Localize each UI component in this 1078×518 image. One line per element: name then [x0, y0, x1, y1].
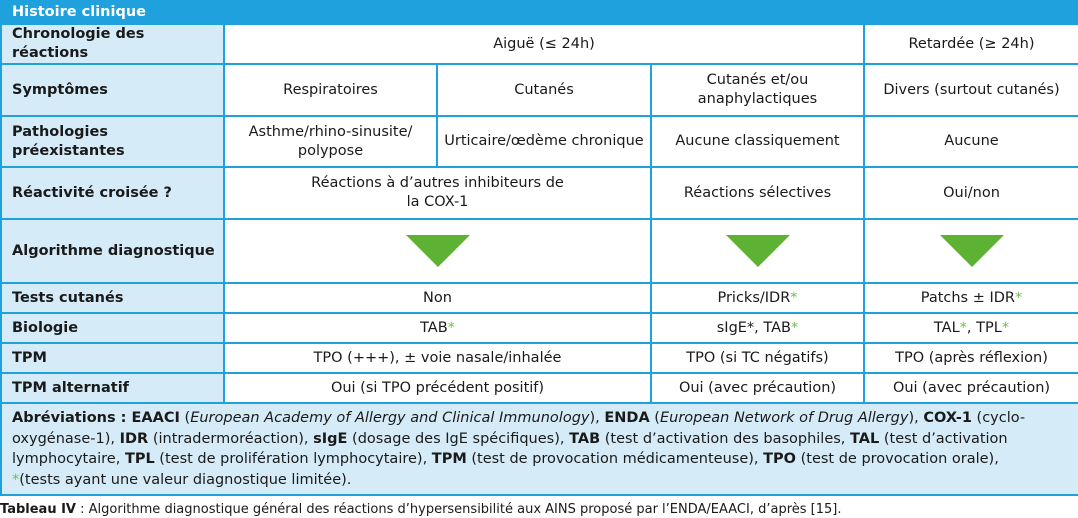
abbr-idr: IDR — [119, 430, 149, 447]
cell-symptomes-divers: Divers (surtout cutanés) — [863, 63, 1078, 117]
abbr-tab-def: (test d’activation des basophiles, — [600, 430, 851, 447]
abbr-enda: ENDA — [604, 410, 650, 426]
row-label-chronologie: Chronologie des réactions — [0, 23, 225, 65]
cell-algo-3 — [863, 218, 1078, 284]
abbr-sige-def: (dosage des IgE spécifiques), — [347, 430, 570, 447]
abbr-cox: COX-1 — [923, 410, 972, 426]
cell-tpm-tpo: TPO (+++), ± voie nasale/inhalée — [223, 342, 652, 374]
caption-label: Tableau IV — [0, 502, 76, 517]
abbr-tpo-def: (test de provocation orale), — [796, 451, 999, 467]
abbr-tpm-def: (test de provocation médicamenteuse), — [466, 451, 764, 467]
cell-patho-aucune-classique: Aucune classiquement — [650, 115, 865, 168]
limited-value-star: * — [447, 319, 455, 336]
cell-patho-urticaire: Urticaire/œdème chronique — [436, 115, 652, 168]
abbr-tpl-def: (test de prolifération lymphocytaire), — [154, 451, 432, 467]
abbr-idr-def: (intradermoréaction), — [148, 430, 314, 447]
row-label-tests-cutanes: Tests cutanés — [0, 282, 225, 314]
abbr-tpm: TPM — [431, 451, 467, 467]
cell-tests-patchs-text: Patchs ± IDR — [920, 289, 1015, 306]
abbreviations-note: Abréviations : EAACI (European Academy o… — [0, 402, 1078, 496]
abbr-eaaci-def: European Academy of Allergy and Clinical… — [190, 410, 590, 426]
cell-tpmalt-1: Oui (si TPO précédent positif) — [223, 372, 652, 404]
cell-symptomes-respiratoires: Respiratoires — [223, 63, 438, 117]
cell-bio-tal: TAL*, TPL* — [863, 312, 1078, 344]
abbr-tal: TAL — [850, 430, 880, 447]
limited-value-star: * — [1015, 289, 1023, 306]
cell-tpmalt-3: Oui (avec précaution) — [863, 372, 1078, 404]
cell-tests-non: Non — [223, 282, 652, 314]
limited-value-star: * — [1001, 319, 1010, 336]
cell-algo-2 — [650, 218, 865, 284]
abbr-sige: sIgE — [313, 430, 348, 447]
cell-tests-pricks: Pricks/IDR* — [650, 282, 865, 314]
cell-croisee-cox1-text: Réactions à d’autres inhibiteurs de la C… — [311, 175, 564, 210]
cell-tests-pricks-text: Pricks/IDR — [717, 289, 791, 306]
cell-algo-1 — [223, 218, 652, 284]
limited-value-star: * — [12, 471, 20, 488]
abbr-tal-def: (test d’activation lymphocytaire, — [12, 430, 1008, 468]
caption-text: : Algorithme diagnostique général des ré… — [76, 502, 842, 517]
limited-value-star: * — [791, 319, 799, 336]
cell-bio-tpl-text: , TPL — [966, 319, 1002, 336]
row-label-algorithme: Algorithme diagnostique — [0, 218, 225, 284]
arrow-down-icon — [405, 235, 470, 267]
cell-symptomes-cutanes: Cutanés — [436, 63, 652, 117]
cell-tests-patchs: Patchs ± IDR* — [863, 282, 1078, 314]
row-label-tpm-alternatif: TPM alternatif — [0, 372, 225, 404]
abbr-tpo: TPO — [763, 451, 796, 467]
cell-tpmalt-2: Oui (avec précaution) — [650, 372, 865, 404]
cell-croisee-ouinon: Oui/non — [863, 166, 1078, 220]
limited-value-star: * — [790, 289, 798, 306]
cell-tpm-reflexion: TPO (après réflexion) — [863, 342, 1078, 374]
cell-tpm-tc: TPO (si TC négatifs) — [650, 342, 865, 374]
cell-bio-tab: TAB* — [223, 312, 652, 344]
row-label-symptomes: Symptômes — [0, 63, 225, 117]
cell-bio-sige: sIgE*, TAB* — [650, 312, 865, 344]
row-label-tpm: TPM — [0, 342, 225, 374]
cell-chrono-aigue: Aiguë (≤ 24h) — [223, 23, 865, 65]
abbr-tab: TAB — [569, 430, 601, 447]
abbr-cox-def: (cyclo-oxygénase-1), — [12, 410, 1026, 447]
abbr-star-def: (tests ayant une valeur diagnostique lim… — [19, 471, 352, 488]
arrow-down-icon — [939, 235, 1004, 267]
abbr-enda-def: European Network of Drug Allergy — [659, 410, 909, 426]
row-label-reactivite: Réactivité croisée ? — [0, 166, 225, 220]
row-label-biologie: Biologie — [0, 312, 225, 344]
cell-bio-tal-text: TAL — [933, 319, 960, 336]
cell-bio-sige-text: sIgE*, TAB — [716, 319, 791, 336]
cell-croisee-cox1: Réactions à d’autres inhibiteurs de la C… — [223, 166, 652, 220]
row-label-pathologies: Pathologies préexistantes — [0, 115, 225, 168]
cell-bio-tab-text: TAB — [420, 319, 448, 336]
abbr-tpl: TPL — [124, 451, 155, 467]
cell-croisee-selectives: Réactions sélectives — [650, 166, 865, 220]
arrow-down-icon — [725, 235, 790, 267]
cell-patho-asthme: Asthme/rhino-sinusite/ polypose — [223, 115, 438, 168]
abbr-eaaci: EAACI — [131, 410, 180, 426]
cell-symptomes-anaphylactiques: Cutanés et/ou anaphylactiques — [650, 63, 865, 117]
table-title: Histoire clinique — [0, 0, 225, 25]
cell-patho-aucune: Aucune — [863, 115, 1078, 168]
header-band — [223, 0, 1078, 25]
cell-chrono-retardee: Retardée (≥ 24h) — [863, 23, 1078, 65]
abbr-lead: Abréviations : — [12, 410, 132, 426]
hypersensitivity-table: Histoire clinique Chronologie des réacti… — [0, 0, 1078, 496]
limited-value-star: * — [959, 319, 967, 336]
table-caption: Tableau IV : Algorithme diagnostique gén… — [0, 502, 841, 518]
